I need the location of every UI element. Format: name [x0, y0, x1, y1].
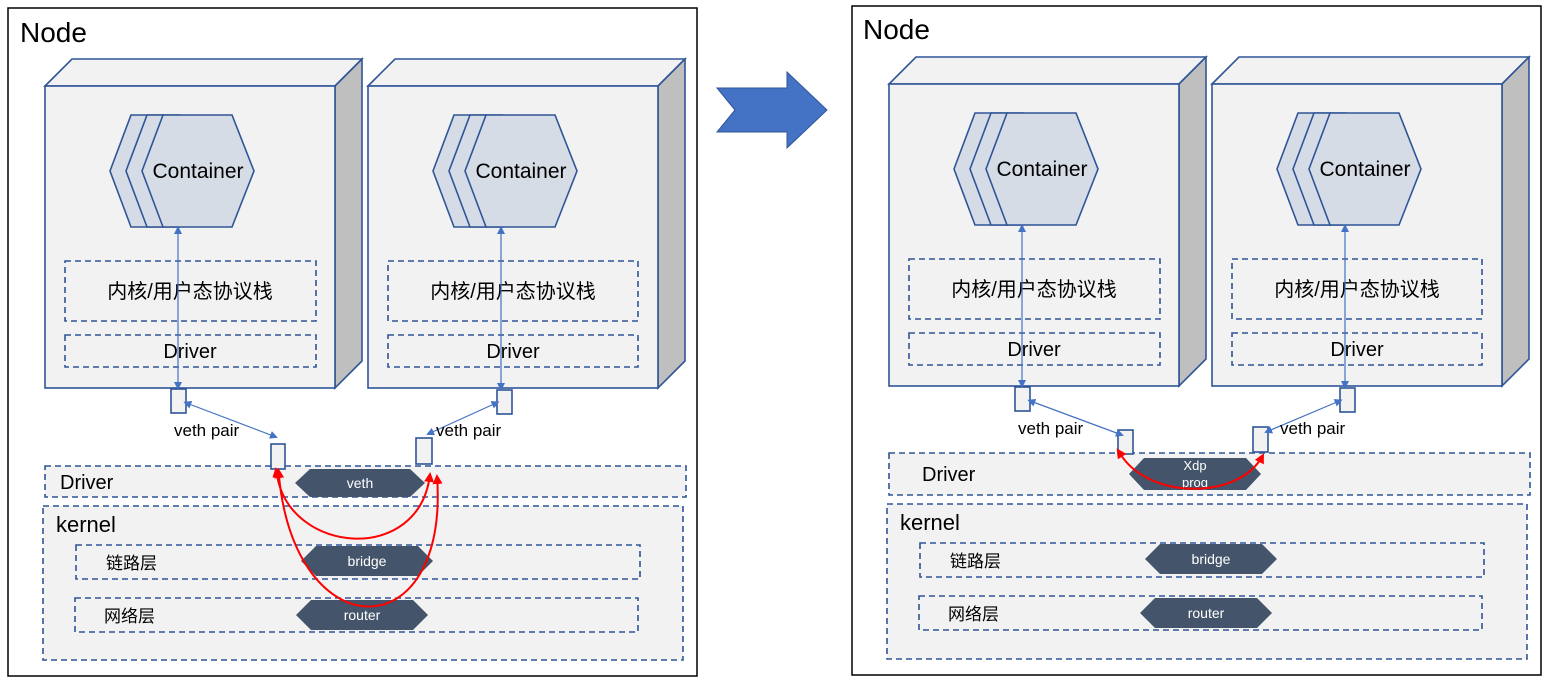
- veth-port-host-1: [1117, 429, 1134, 455]
- veth-port-host-2: [1252, 426, 1269, 453]
- right-node-title: Node: [863, 14, 930, 45]
- veth-pair-2-arrow: [1264, 399, 1343, 434]
- left-network-layer-label: 网络层: [104, 607, 155, 626]
- veth-pair-label-2: veth pair: [1280, 419, 1346, 438]
- container-driver-label: Driver: [1330, 339, 1384, 361]
- veth-pair-1-arrow: [1027, 398, 1124, 437]
- bridge-path-arrow: [272, 467, 435, 540]
- veth-port-container-1: [170, 388, 187, 414]
- xdp-prog-hexagon: [1129, 458, 1261, 490]
- router-hexagon: [1140, 598, 1272, 628]
- bridge-hexagon: [301, 546, 433, 576]
- container-hexagon: [141, 114, 255, 228]
- veth-port-host-1: [270, 443, 286, 470]
- container-driver-label: Driver: [1007, 339, 1061, 361]
- veth-pair-label-1: veth pair: [174, 421, 240, 440]
- veth-port-container-1: [1014, 386, 1031, 412]
- container-driver-box: [387, 334, 639, 368]
- box-side-face: [334, 57, 363, 390]
- right-container-box-2: Container 内核/用户态协议栈 Driver: [1210, 55, 1531, 388]
- container-driver-label: Driver: [163, 341, 217, 363]
- protocol-stack-label: 内核/用户态协议栈: [430, 280, 596, 303]
- left-link-layer-label: 链路层: [106, 554, 157, 573]
- left-driver-layer-label: Driver: [60, 472, 114, 494]
- box-side-face: [1178, 55, 1207, 388]
- veth-pair-1-arrow: [183, 400, 278, 439]
- veth-pair-2-arrow: [426, 401, 500, 436]
- box-top-face: [366, 58, 687, 87]
- protocol-stack-label: 内核/用户态协议栈: [951, 278, 1117, 301]
- veth-port-host-2: [415, 437, 433, 465]
- xdp-hexagon-label-line2: prog: [1182, 475, 1208, 490]
- router-hexagon: [296, 600, 428, 630]
- right-kernel-label: kernel: [900, 510, 960, 535]
- transition-arrow: [715, 70, 828, 150]
- right-kernel-layer: [886, 503, 1528, 660]
- left-kernel-label: kernel: [56, 512, 116, 537]
- container-driver-box: [908, 332, 1161, 366]
- container-driver-box: [64, 334, 317, 368]
- veth-hexagon-label: veth: [347, 475, 373, 491]
- box-top-face: [43, 58, 364, 87]
- xdp-redirect-path-arrow: [1116, 448, 1264, 490]
- left-kernel-layer: [42, 505, 684, 661]
- container-label: Container: [996, 158, 1087, 181]
- box-side-face: [1501, 55, 1530, 388]
- left-node-panel: Node Container 内核/用户态协议栈 Driver Containe…: [7, 7, 698, 677]
- bridge-hexagon: [1145, 544, 1277, 574]
- protocol-stack-box: [908, 258, 1161, 320]
- left-node-title: Node: [20, 17, 87, 48]
- container-label: Container: [1319, 158, 1410, 181]
- veth-pair-label-2: veth pair: [436, 421, 502, 440]
- right-node-panel: Node Container 内核/用户态协议栈 Driver Containe…: [851, 5, 1542, 676]
- left-container-box-1: Container 内核/用户态协议栈 Driver: [43, 57, 364, 390]
- container-hexagon: [464, 114, 578, 228]
- router-path-arrow: [274, 468, 443, 608]
- container-hexagon: [985, 112, 1099, 226]
- bridge-hexagon-label: bridge: [1192, 551, 1231, 567]
- box-top-face: [887, 56, 1208, 85]
- protocol-stack-box: [387, 260, 639, 322]
- box-side-face: [657, 57, 686, 390]
- right-driver-layer-label: Driver: [922, 464, 976, 486]
- right-container-box-1: Container 内核/用户态协议栈 Driver: [887, 55, 1208, 388]
- router-hexagon-label: router: [1188, 605, 1225, 621]
- container-driver-box: [1231, 332, 1483, 366]
- protocol-stack-label: 内核/用户态协议栈: [107, 280, 273, 303]
- xdp-hexagon-label-line1: Xdp: [1183, 458, 1206, 473]
- bridge-hexagon-label: bridge: [348, 553, 387, 569]
- veth-port-container-2: [1339, 387, 1356, 413]
- right-network-layer-label: 网络层: [948, 605, 999, 624]
- protocol-stack-box: [64, 260, 317, 322]
- veth-pair-label-1: veth pair: [1018, 419, 1084, 438]
- right-link-layer-label: 链路层: [950, 552, 1001, 571]
- container-driver-label: Driver: [486, 341, 540, 363]
- box-top-face: [1210, 56, 1531, 85]
- container-label: Container: [152, 160, 243, 183]
- container-hexagon: [1308, 112, 1422, 226]
- protocol-stack-box: [1231, 258, 1483, 320]
- left-container-box-2: Container 内核/用户态协议栈 Driver: [366, 57, 687, 390]
- router-hexagon-label: router: [344, 607, 381, 623]
- veth-port-container-2: [496, 389, 513, 415]
- container-label: Container: [475, 160, 566, 183]
- protocol-stack-label: 内核/用户态协议栈: [1274, 278, 1440, 301]
